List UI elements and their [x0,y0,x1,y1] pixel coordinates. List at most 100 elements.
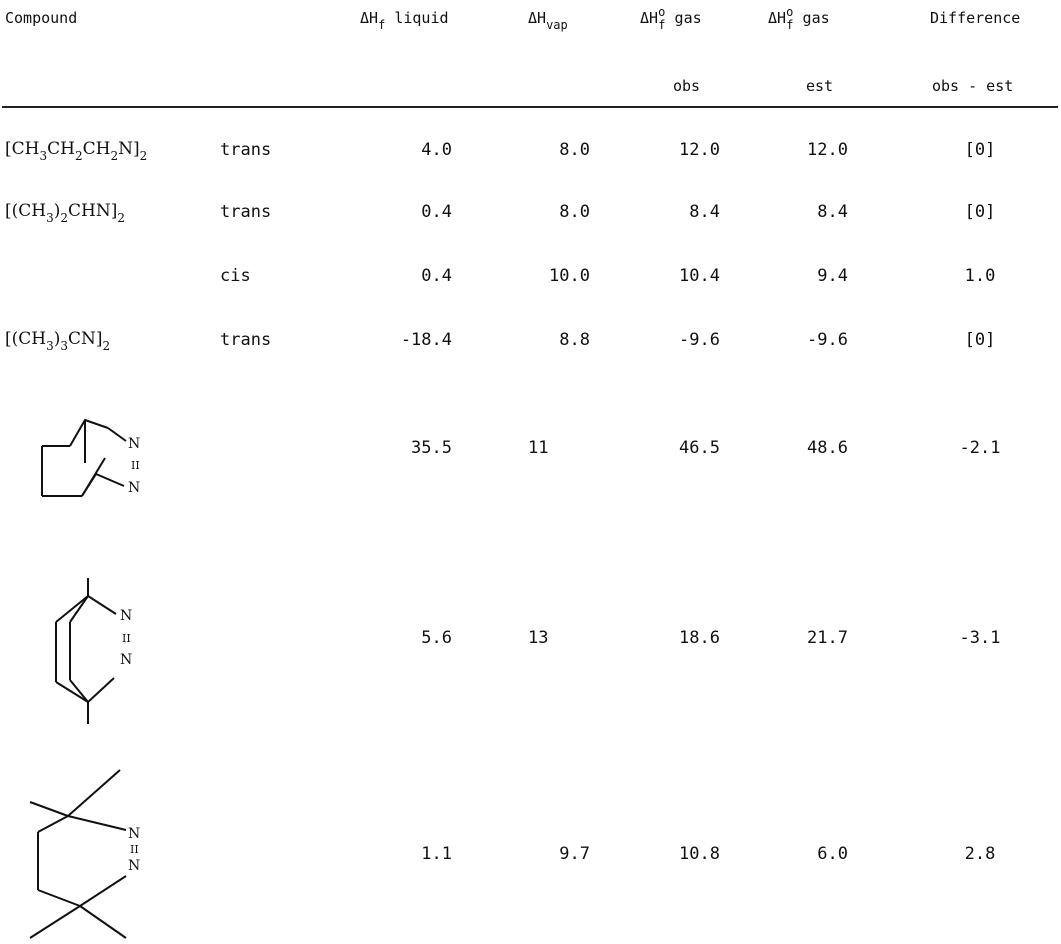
row-2-formula: [(CH3)2CHN]2 [5,201,126,225]
formula-sub: 3 [39,149,48,163]
structure-1-svg: N II N [41,418,140,497]
row-2-obs: 8.4 [689,202,720,222]
row-7-vap: 9.7 [559,844,590,864]
atom-n: N [128,436,140,452]
row-3-liquid: 0.4 [421,266,452,286]
header-dhf-liquid-pre: ΔH [360,9,379,27]
bond [37,815,69,833]
bond [67,769,121,817]
bond [87,595,117,615]
header-dh-vap-pre: ΔH [528,9,547,27]
row-3-obs: 10.4 [679,266,720,286]
formula-part: CH [47,139,75,159]
header-dh-vap: ΔHvap [528,8,568,32]
formula-sub: 3 [60,339,69,353]
row-7-obs: 10.8 [679,844,720,864]
header-est-pre: ΔH [768,9,787,27]
row-3-vap: 10.0 [549,266,590,286]
row-5-liquid: 35.5 [411,438,452,458]
header-rule [2,106,1058,108]
atom-n: N [128,826,140,842]
formula-sub: 2 [139,149,148,163]
row-6-est: 21.7 [807,628,848,648]
row-5-vap: 11 [528,438,549,458]
bond [29,801,69,817]
header-dhf-gas-est: ΔHof gas [768,5,830,32]
bond [95,473,125,487]
bond [55,681,89,703]
header-obs-minus-est: obs - est [932,77,1014,95]
atom-n: N [128,480,140,496]
row-5-est: 48.6 [807,438,848,458]
formula-part: [(CH [5,201,47,221]
bond [107,427,127,442]
header-dhf-liquid: ΔHf liquid [360,8,449,32]
structure-bicyclic-azo-2: N II N [20,578,160,732]
bond [29,905,81,939]
formula-part: [CH [5,139,40,159]
header-est-sub: f [786,18,794,32]
row-1-liquid: 4.0 [421,140,452,160]
row-5-obs: 46.5 [679,438,720,458]
header-dh-vap-sub: vap [546,18,568,32]
row-4-vap: 8.8 [559,330,590,350]
bond [81,473,97,497]
formula-part: CN] [68,329,103,349]
formula-sub: 2 [117,211,126,225]
atom-n: N [120,652,132,668]
structure-bicyclic-azo-1: N II N [30,408,160,522]
row-1-est: 12.0 [807,140,848,160]
formula-sub: 2 [110,149,119,163]
header-est-sup: o [786,5,794,19]
atom-n: N [128,858,140,874]
row-1-isomer: trans [220,140,272,160]
header-obs-line2: obs [673,77,701,95]
row-7-est: 6.0 [817,844,848,864]
formula-sub: 3 [46,211,54,225]
row-6-liquid: 5.6 [421,628,452,648]
formula-part: ) [53,329,61,349]
structure-3-svg: N II N [29,769,140,939]
row-4-diff: [0] [964,330,996,350]
bond [69,595,89,623]
row-2-isomer: trans [220,202,272,222]
header-obs-sup: o [658,5,666,19]
row-3-diff: 1.0 [964,266,996,286]
row-4-formula: [(CH3)3CN]2 [5,329,111,353]
bond [79,905,127,939]
formula-part: N] [118,139,140,159]
row-6-diff: -3.1 [959,628,1001,648]
header-dhf-liquid-sub: f [378,18,386,32]
bond [37,889,81,907]
row-1-diff: [0] [964,140,996,160]
row-2-vap: 8.0 [559,202,590,222]
formula-part: ) [53,201,61,221]
structure-tetramethyl-cyclic-azo: N II N [20,769,160,944]
row-4-isomer: trans [220,330,272,350]
double-bond: II [122,632,131,645]
header-difference: Difference [930,9,1021,27]
row-3-est: 9.4 [817,266,848,286]
row-4-est: -9.6 [807,330,848,350]
formula-part: CH [82,139,111,159]
row-2-est: 8.4 [817,202,848,222]
row-1-formula: [CH3CH2CH2N]2 [5,139,148,163]
formula-part: [(CH [5,329,47,349]
double-bond: II [130,843,139,856]
header-obs-sub: f [658,18,666,32]
structure-2-svg: N II N [55,578,132,724]
header-dhf-liquid-post: liquid [385,9,449,27]
row-2-diff: [0] [964,202,996,222]
header-est-line2: est [806,77,834,95]
row-2-liquid: 0.4 [421,202,452,222]
formula-sub: 2 [102,339,111,353]
row-5-diff: -2.1 [959,438,1001,458]
bond [55,595,89,623]
row-7-diff: 2.8 [964,844,996,864]
atom-n: N [120,608,132,624]
header-est-post: gas [793,9,830,27]
formula-sub: 2 [60,211,69,225]
double-bond: II [131,459,140,472]
bond [79,875,127,907]
header-obs-post: gas [665,9,702,27]
